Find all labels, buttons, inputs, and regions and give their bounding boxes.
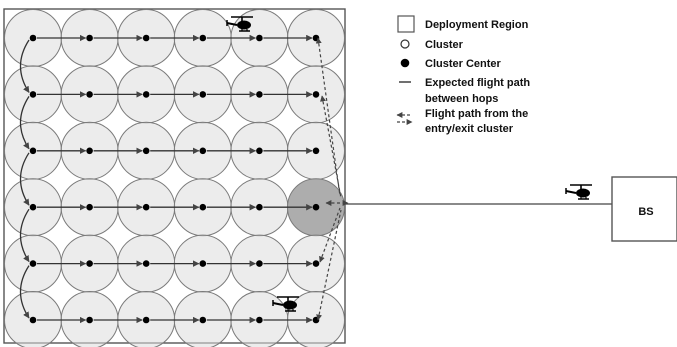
- cluster-center: [86, 203, 93, 211]
- cluster-center: [29, 260, 37, 267]
- cluster-center: [312, 203, 320, 211]
- deployment-region: [3, 8, 346, 344]
- exit-path-row2: [320, 95, 342, 199]
- cluster-center: [86, 91, 93, 98]
- cluster-center: [199, 91, 207, 98]
- legend-deployment-region: Deployment Region: [425, 19, 529, 31]
- exit-path-top: [315, 37, 341, 197]
- cluster-center: [199, 203, 207, 211]
- cluster-center: [312, 91, 320, 98]
- cluster-center: [29, 91, 37, 98]
- cluster-center: [312, 147, 320, 155]
- cluster-center: [256, 147, 263, 155]
- cluster-center: [29, 203, 37, 211]
- helicopter-icon: [565, 184, 593, 200]
- base-station-box: [611, 176, 677, 242]
- cluster-center: [256, 260, 263, 267]
- expected-flight-paths: [19, 34, 313, 324]
- cluster-center: [256, 203, 263, 211]
- cluster-centers: [29, 34, 320, 324]
- cluster-center: [312, 260, 320, 267]
- row-transition-path: [19, 96, 30, 150]
- cluster-center: [142, 316, 150, 324]
- cluster-center: [29, 34, 37, 42]
- legend-expected-path-2: between hops: [425, 93, 498, 105]
- cluster-center: [86, 34, 93, 42]
- cluster-center: [86, 316, 93, 324]
- row-transition-path: [19, 208, 30, 263]
- legend-flight-path-2: entry/exit cluster: [425, 123, 514, 135]
- row-transition-path: [19, 265, 30, 319]
- cluster-center: [29, 316, 37, 324]
- cluster-center: [199, 316, 207, 324]
- entry-exit-flight-paths: [315, 37, 349, 321]
- exit-path-row5: [319, 207, 341, 263]
- base-station-label: BS: [638, 206, 653, 218]
- cluster-center: [142, 203, 150, 211]
- exit-path-bottom: [316, 209, 342, 321]
- cluster-center: [86, 260, 93, 267]
- cluster-center: [142, 34, 150, 42]
- legend-cluster-center: Cluster Center: [425, 58, 502, 70]
- legend-center-swatch: [400, 58, 410, 68]
- cluster-center: [256, 316, 263, 324]
- cluster-center: [142, 260, 150, 267]
- legend: Deployment Region Cluster Cluster Center…: [396, 15, 530, 135]
- legend-expected-path-1: Expected flight path: [425, 77, 530, 89]
- cluster-center: [199, 147, 207, 155]
- cluster-center: [142, 91, 150, 98]
- cluster-center: [142, 147, 150, 155]
- row-transition-path: [19, 152, 30, 206]
- row-transition-path: [19, 39, 30, 93]
- cluster-center: [256, 34, 263, 42]
- cluster-center: [86, 147, 93, 155]
- cluster-center: [199, 34, 207, 42]
- cluster-center: [199, 260, 207, 267]
- legend-flight-path-1: Flight path from the: [425, 108, 528, 120]
- cluster-center: [29, 147, 37, 155]
- cluster-center: [256, 91, 263, 98]
- legend-cluster-swatch: [400, 39, 410, 49]
- legend-region-swatch: [397, 15, 415, 33]
- legend-cluster: Cluster: [425, 39, 464, 51]
